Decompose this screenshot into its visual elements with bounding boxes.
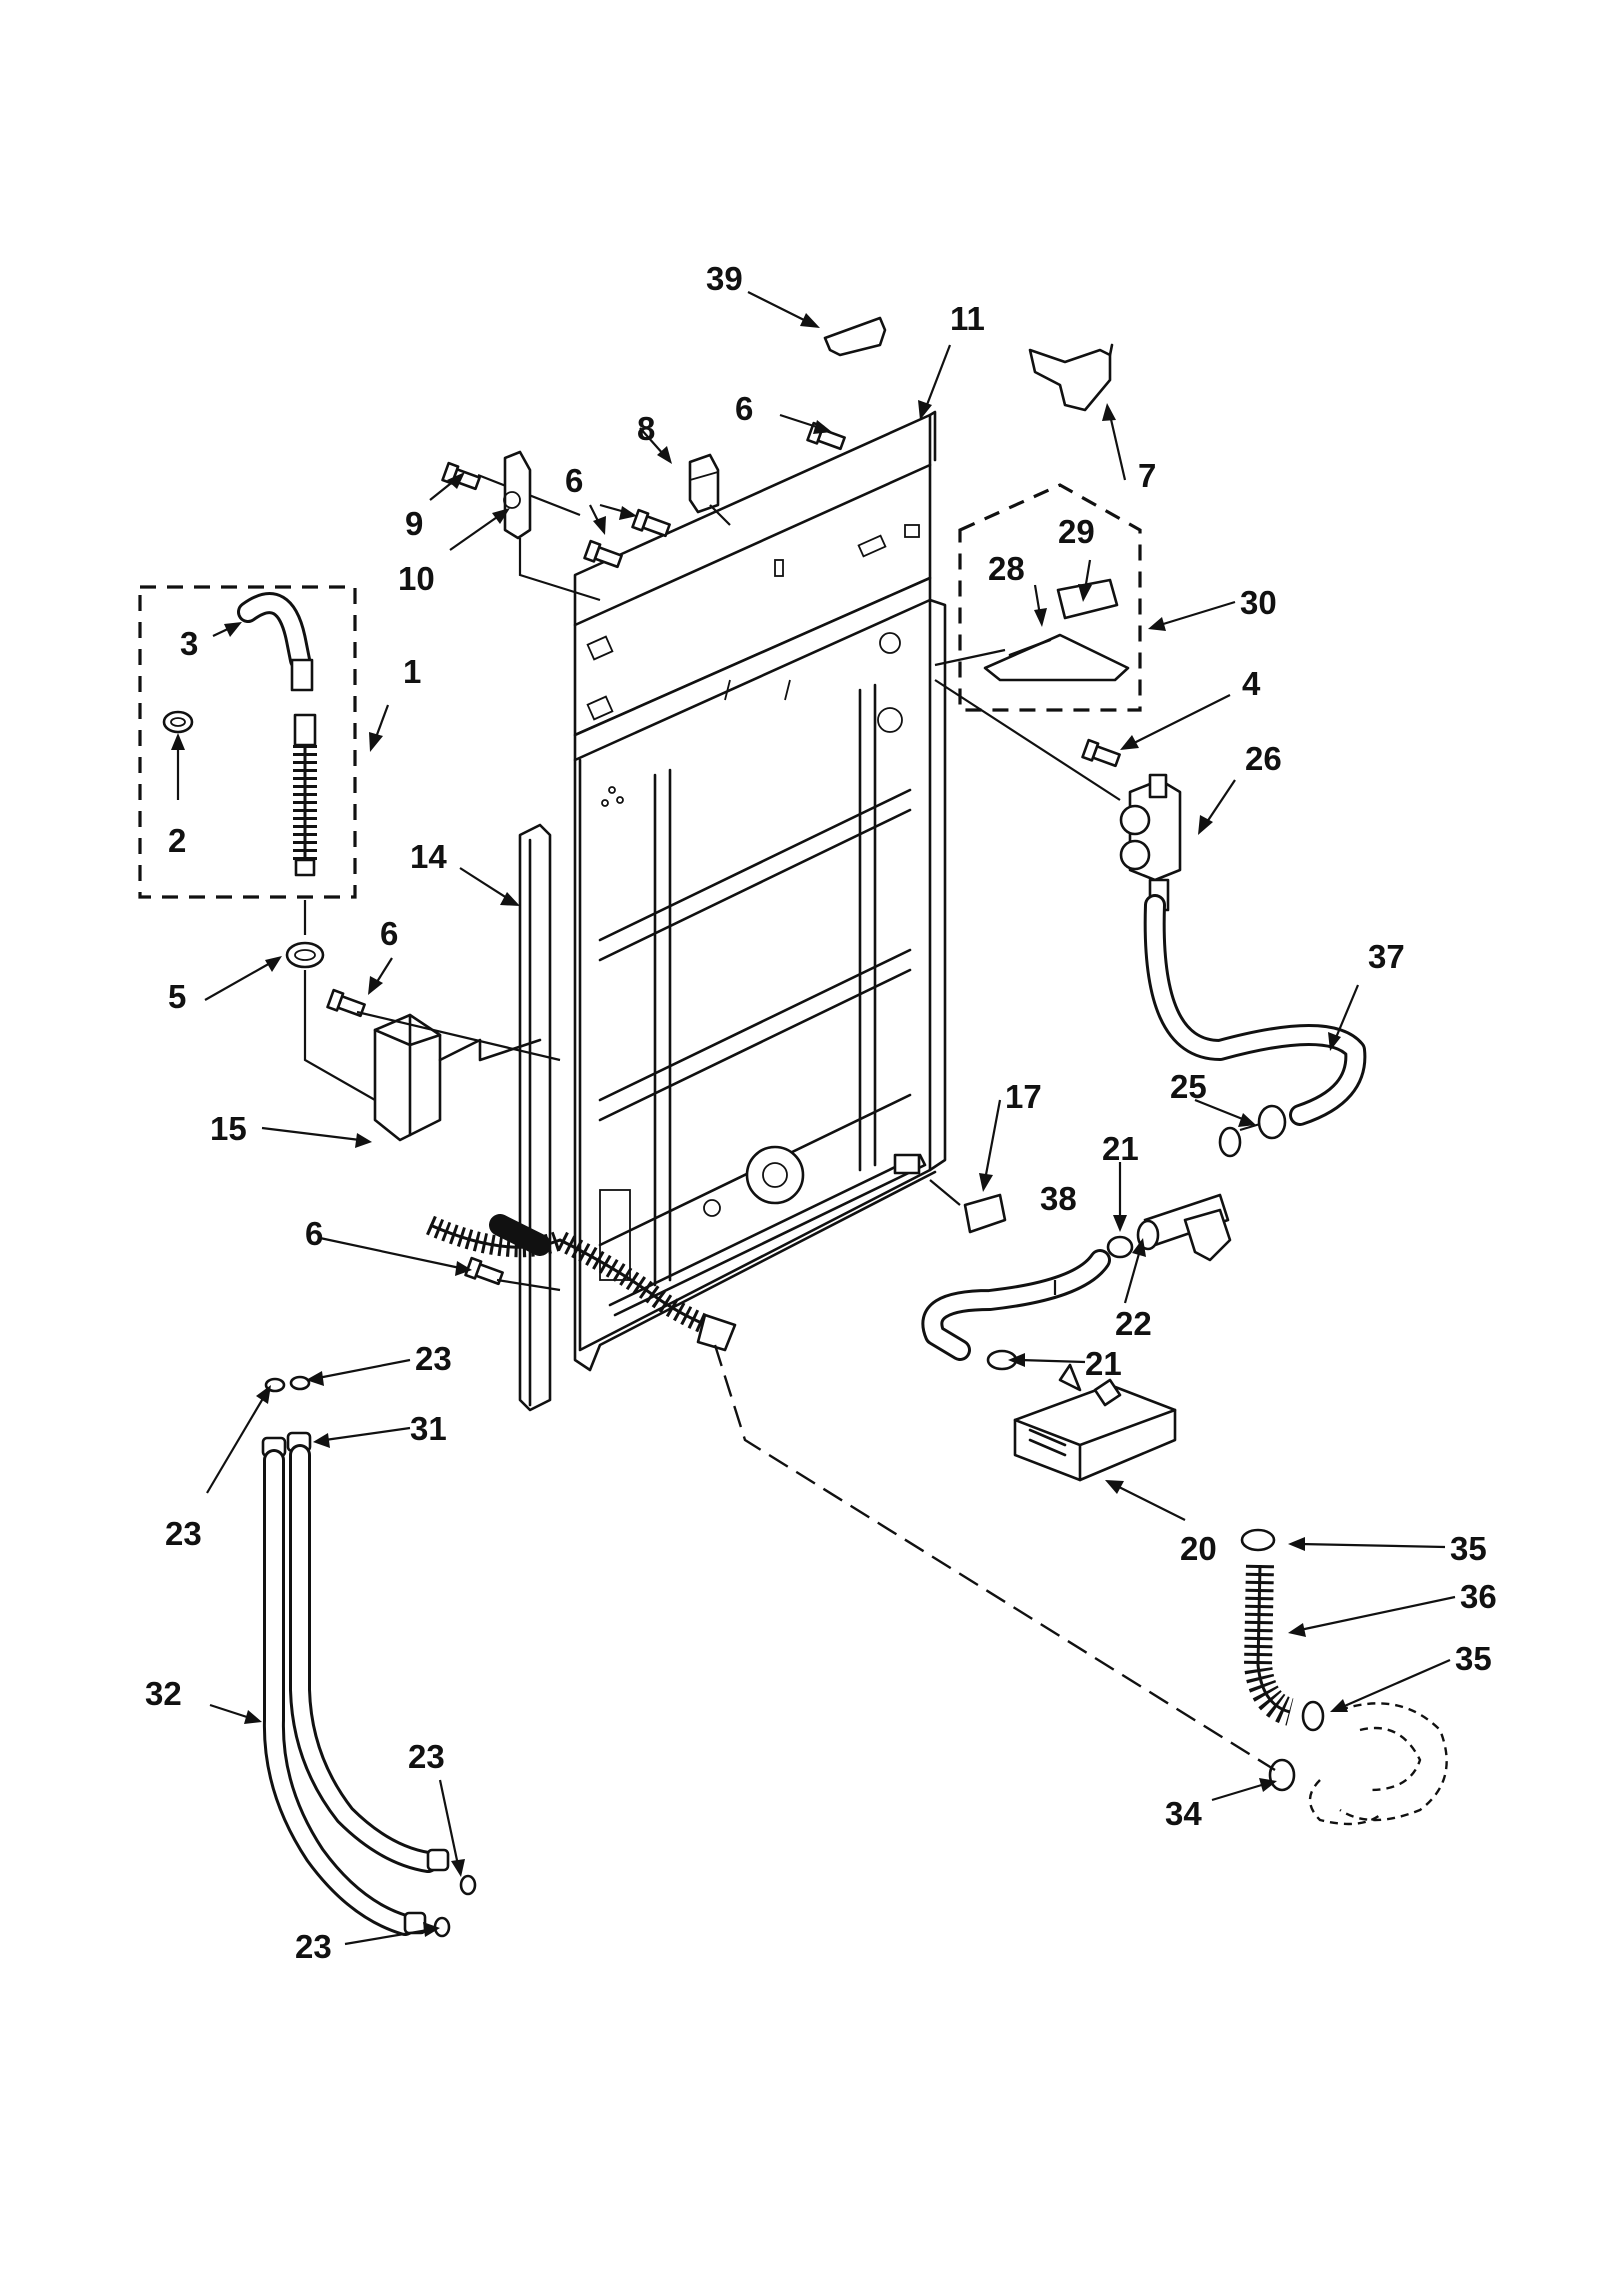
clamp-34 — [1268, 1758, 1296, 1792]
callout-6-top: 6 — [735, 390, 753, 427]
callout-6-left: 6 — [380, 915, 398, 952]
drain-leader — [713, 1344, 1276, 1772]
callout-38: 38 — [1040, 1180, 1077, 1217]
clip-10 — [503, 450, 601, 602]
tub-hose-38 — [921, 1249, 1111, 1361]
inlet-hoses-32 — [261, 1375, 477, 1938]
callout-17: 17 — [1005, 1078, 1042, 1115]
callout-14: 14 — [410, 838, 447, 875]
clamp-25 — [1257, 1104, 1287, 1140]
vertical-brace — [518, 823, 552, 1412]
assembly-30-box — [934, 483, 1142, 712]
clip-8 — [688, 453, 731, 526]
callout-37: 37 — [1368, 938, 1405, 975]
drain-hose-36 — [1240, 1528, 1325, 1732]
callout-21-bottom: 21 — [1085, 1345, 1122, 1382]
callout-3: 3 — [180, 625, 198, 662]
callout-23-left: 23 — [165, 1515, 202, 1552]
callout-labels: 39 11 6 8 7 6 9 29 28 10 30 3 1 4 26 2 1… — [145, 260, 1497, 1965]
callout-34: 34 — [1165, 1795, 1202, 1832]
callout-32: 32 — [145, 1675, 182, 1712]
housing-20 — [1013, 1363, 1177, 1482]
drain-hose-kit — [138, 585, 357, 899]
callout-7: 7 — [1138, 457, 1156, 494]
callout-5: 5 — [168, 978, 186, 1015]
connector-22 — [1136, 1122, 1261, 1262]
callout-39: 39 — [706, 260, 743, 297]
clamp-21a — [1106, 1235, 1134, 1259]
callout-1: 1 — [403, 653, 421, 690]
callout-9: 9 — [405, 505, 423, 542]
clip-39 — [823, 316, 887, 357]
screws — [326, 421, 1121, 1292]
callout-10: 10 — [398, 560, 435, 597]
callout-23-top: 23 — [415, 1340, 452, 1377]
callout-29: 29 — [1058, 513, 1095, 550]
seal-17 — [929, 1179, 1007, 1234]
callout-30: 30 — [1240, 584, 1277, 621]
callout-21-top: 21 — [1102, 1130, 1139, 1167]
rear-panel — [573, 410, 947, 1372]
callout-22: 22 — [1115, 1305, 1152, 1342]
callout-23-bottom: 23 — [295, 1928, 332, 1965]
callout-15: 15 — [210, 1110, 247, 1147]
callout-35-top: 35 — [1450, 1530, 1487, 1567]
inlet-valve — [934, 679, 1182, 912]
callout-31: 31 — [410, 1410, 447, 1447]
callout-26: 26 — [1245, 740, 1282, 777]
internal-drain-hose — [425, 1214, 737, 1352]
bracket-7 — [1028, 343, 1114, 412]
callout-2: 2 — [168, 822, 186, 859]
callout-35-bottom: 35 — [1455, 1640, 1492, 1677]
callout-leaders — [171, 291, 1456, 1946]
callout-6-mid: 6 — [565, 462, 583, 499]
callout-25: 25 — [1170, 1068, 1207, 1105]
callout-36: 36 — [1460, 1578, 1497, 1615]
callout-23-lower: 23 — [408, 1738, 445, 1775]
callout-11: 11 — [950, 300, 985, 337]
callout-28: 28 — [988, 550, 1025, 587]
callout-20: 20 — [1180, 1530, 1217, 1567]
callout-4: 4 — [1242, 665, 1261, 702]
pump-outline — [1308, 1702, 1448, 1826]
callout-6-bottom: 6 — [305, 1215, 323, 1252]
hose-guide — [373, 1013, 542, 1142]
inlet-hose — [1143, 894, 1367, 1126]
hose-clamp-5 — [285, 900, 376, 1101]
callout-8: 8 — [637, 410, 655, 447]
